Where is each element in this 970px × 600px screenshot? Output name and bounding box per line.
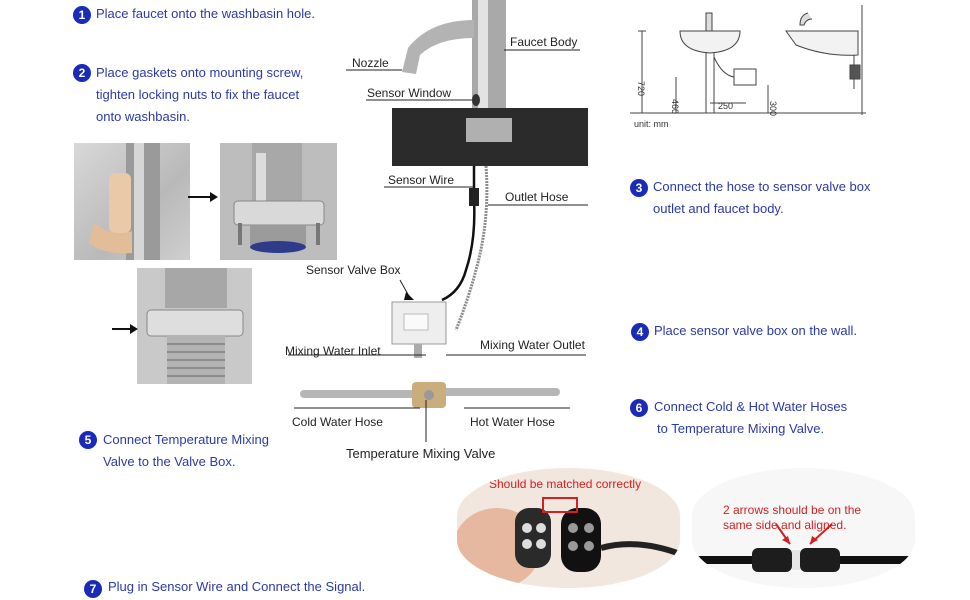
- arrows-note-line-1: 2 arrows should be on the: [723, 503, 862, 517]
- label-temperature-mixing-valve: Temperature Mixing Valve: [346, 446, 496, 461]
- label-faucet-body: Faucet Body: [510, 35, 578, 49]
- match-highlight-box: [542, 497, 578, 513]
- connector-cable-illustration: [692, 523, 915, 572]
- step-number-badge: 4: [631, 323, 649, 341]
- step-2-text-line-1: Place gaskets onto mounting screw,: [96, 65, 304, 80]
- label-hot-water-hose: Hot Water Hose: [470, 415, 555, 429]
- nozzle-shape: [402, 20, 474, 74]
- step-3-text-line-1: Connect the hose to sensor valve box: [653, 179, 871, 194]
- step-number-badge: 5: [79, 431, 97, 449]
- label-nozzle: Nozzle: [352, 56, 389, 70]
- faucet-base-photo: [74, 143, 190, 260]
- dim-300: 300: [768, 101, 778, 116]
- faucet-base-shape: [466, 118, 512, 142]
- locking-nut-illustration: [137, 268, 252, 384]
- step-number-badge: 1: [73, 6, 91, 24]
- label-mixing-water-outlet: Mixing Water Outlet: [480, 338, 585, 352]
- wire-connector: [469, 188, 479, 206]
- step-7-text: Plug in Sensor Wire and Connect the Sign…: [108, 579, 366, 594]
- step-4-text: Place sensor valve box on the wall.: [654, 323, 858, 338]
- faucet-base-illustration: [89, 143, 160, 260]
- step-number-badge: 7: [84, 580, 102, 598]
- step-1-text: Place faucet onto the washbasin hole.: [96, 6, 315, 21]
- dim-460: 460: [670, 99, 680, 114]
- locking-nut-photo: [137, 268, 252, 384]
- arrow-align-callout: 2 arrows should be on the same side and …: [692, 468, 915, 588]
- faucet-assembly-diagram: [288, 0, 588, 442]
- arrow-right-icon: [112, 324, 138, 334]
- match-note: Should be matched correctly: [489, 477, 642, 491]
- label-sensor-wire: Sensor Wire: [388, 173, 455, 187]
- label-sensor-window: Sensor Window: [367, 86, 452, 100]
- mounting-screw-illustration: [220, 143, 337, 260]
- step-number-badge: 2: [73, 64, 91, 82]
- cold-hose-shape: [300, 390, 420, 398]
- arrow-right-icon: [188, 192, 218, 202]
- step-5-text-line-1: Connect Temperature Mixing: [103, 432, 269, 447]
- sensor-wire-line: [441, 166, 476, 302]
- unit-note: unit: mm: [634, 119, 669, 129]
- faucet-body-highlight: [478, 0, 488, 120]
- label-outlet-hose: Outlet Hose: [505, 190, 569, 204]
- label-mixing-water-inlet: Mixing Water Inlet: [285, 344, 381, 358]
- arrows-note-line-2: same side and aligned.: [723, 518, 847, 532]
- outlet-hose-line: [454, 165, 489, 331]
- step-5-text-line-2: Valve to the Valve Box.: [103, 454, 236, 469]
- dimension-drawing: 720 460 250 300 unit: mm: [630, 5, 866, 129]
- label-sensor-valve-box: Sensor Valve Box: [306, 263, 401, 277]
- connector-match-callout: Should be matched correctly: [457, 468, 680, 588]
- connector-plug-illustration: [457, 497, 680, 588]
- step-6-text-line-1: Connect Cold & Hot Water Hoses: [654, 399, 848, 414]
- mounting-screw-photo: [220, 143, 337, 260]
- step-number-badge: 6: [630, 399, 648, 417]
- step-2-text-line-3: onto washbasin.: [96, 109, 190, 124]
- step-6-text-line-2: to Temperature Mixing Valve.: [657, 421, 825, 436]
- dim-720: 720: [636, 81, 646, 96]
- step-2-text-line-2: tighten locking nuts to fix the faucet: [96, 87, 300, 102]
- hot-hose-shape: [440, 388, 560, 396]
- step-number-badge: 3: [630, 179, 648, 197]
- sensor-window-dot: [472, 94, 480, 106]
- step-3-text-line-2: outlet and faucet body.: [653, 201, 784, 216]
- dim-250: 250: [718, 101, 733, 111]
- label-cold-water-hose: Cold Water Hose: [292, 415, 383, 429]
